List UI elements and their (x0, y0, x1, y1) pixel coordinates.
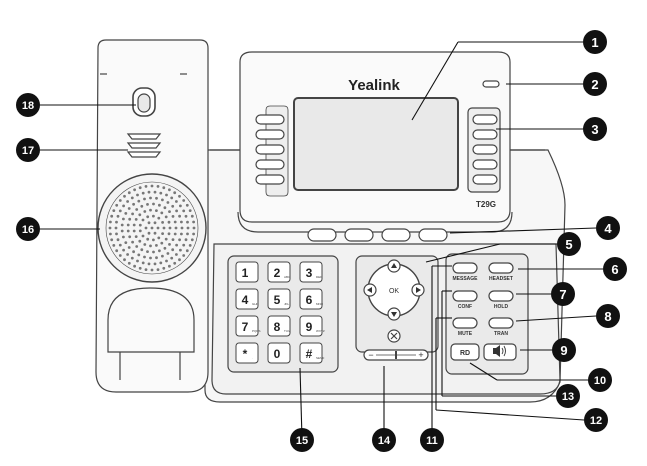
callout-3: 3 (583, 117, 607, 141)
callout-5: 5 (557, 232, 581, 256)
speakerphone-key[interactable] (493, 345, 506, 357)
keypad-key-letters: DEF (316, 275, 322, 279)
keypad-key-digit: 3 (306, 266, 313, 280)
callout-18: 18 (16, 93, 40, 117)
svg-text:4: 4 (604, 221, 612, 236)
keypad-key-digit: 4 (242, 293, 249, 307)
svg-text:7: 7 (559, 287, 566, 302)
lcd-screen (293, 97, 459, 191)
callout-leader-lines (40, 41, 603, 439)
speaker-grille-holes (108, 184, 196, 272)
svg-text:2: 2 (591, 77, 598, 92)
line-keys-right[interactable] (472, 114, 498, 185)
svg-text:10: 10 (594, 375, 606, 387)
keypad-key-1[interactable]: 1 (235, 261, 259, 283)
callout-16: 16 (16, 217, 40, 241)
keypad-key-digit: 0 (274, 347, 281, 361)
svg-text:8: 8 (604, 309, 611, 324)
keypad-key-digit: 5 (274, 293, 281, 307)
callout-10: 10 (588, 368, 612, 392)
message-key-label: MESSAGE (452, 276, 478, 282)
svg-text:16: 16 (22, 224, 34, 236)
keypad-key-letters: ABC (284, 275, 291, 279)
model-label: T29G (476, 200, 496, 209)
keypad-key-letters: . (252, 356, 253, 360)
callout-badges: 1 2 3 4 5 6 7 8 9 10 11 12 13 14 15 16 1… (16, 30, 627, 452)
volume-plus-label: + (418, 350, 423, 360)
navigation-arrows (367, 263, 421, 317)
keypad-key-digit: 8 (274, 320, 281, 334)
callout-9: 9 (552, 338, 576, 362)
callout-8: 8 (596, 304, 620, 328)
redial-key[interactable]: RD (460, 350, 470, 357)
keypad-key-letters: TUV (284, 329, 290, 333)
callout-11: 11 (420, 428, 444, 452)
volume-minus-label: − (368, 350, 373, 360)
line-keys-left[interactable] (255, 114, 285, 185)
keypad-key-digit: # (306, 347, 313, 361)
conf-key-label: CONF (458, 304, 472, 310)
svg-text:5: 5 (565, 237, 572, 252)
svg-text:11: 11 (426, 435, 438, 447)
headset-key-label: HEADSET (489, 276, 513, 282)
power-indicator-led (482, 80, 500, 88)
svg-text:12: 12 (590, 415, 602, 427)
callout-15: 15 (290, 428, 314, 452)
keypad-key-hash[interactable]: #SEND (299, 342, 325, 364)
keypad-key-letters: GHI (252, 302, 258, 306)
keypad-key-digit: 1 (242, 266, 249, 280)
keypad-key-letters: JKL (284, 302, 290, 306)
svg-text:13: 13 (562, 391, 574, 403)
keypad-key-letters: SEND (316, 356, 325, 360)
callout-2: 2 (583, 72, 607, 96)
svg-text:3: 3 (591, 122, 598, 137)
svg-text:6: 6 (611, 262, 618, 277)
keypad-key-letters: MNO (316, 302, 324, 306)
hold-key-label: HOLD (494, 304, 509, 310)
keypad-key-digit: 7 (242, 320, 249, 334)
mouthpiece (107, 287, 195, 353)
svg-text:15: 15 (296, 435, 308, 447)
keypad-key-digit: * (243, 347, 248, 361)
tran-key-label: TRAN (494, 331, 508, 337)
soft-keys[interactable] (307, 228, 448, 242)
keypad-key-letters: WXYZ (316, 329, 325, 333)
brand-logo: Yealink (348, 77, 400, 94)
keypad-key-0[interactable]: 0 (267, 342, 291, 364)
callout-17: 17 (16, 138, 40, 162)
callout-1: 1 (583, 30, 607, 54)
mute-key-label: MUTE (458, 331, 473, 337)
callout-12: 12 (584, 408, 608, 432)
keypad-key-digit: 9 (306, 320, 313, 334)
speaker-icon (493, 345, 500, 357)
keypad-key-star[interactable]: *. (235, 342, 259, 364)
callout-4: 4 (596, 216, 620, 240)
svg-text:1: 1 (591, 35, 598, 50)
keypad-key-digit: 2 (274, 266, 281, 280)
callout-7: 7 (551, 282, 575, 306)
callout-13: 13 (556, 384, 580, 408)
svg-text:17: 17 (22, 145, 34, 157)
svg-text:18: 18 (22, 100, 34, 112)
svg-text:14: 14 (378, 435, 391, 447)
keypad-key-digit: 6 (306, 293, 313, 307)
ok-key[interactable]: OK (389, 288, 399, 295)
keypad-key-letters: PQRS (252, 329, 261, 333)
callout-6: 6 (603, 257, 627, 281)
callout-14: 14 (372, 428, 396, 452)
reversible-tab (126, 133, 162, 158)
svg-text:9: 9 (560, 343, 567, 358)
